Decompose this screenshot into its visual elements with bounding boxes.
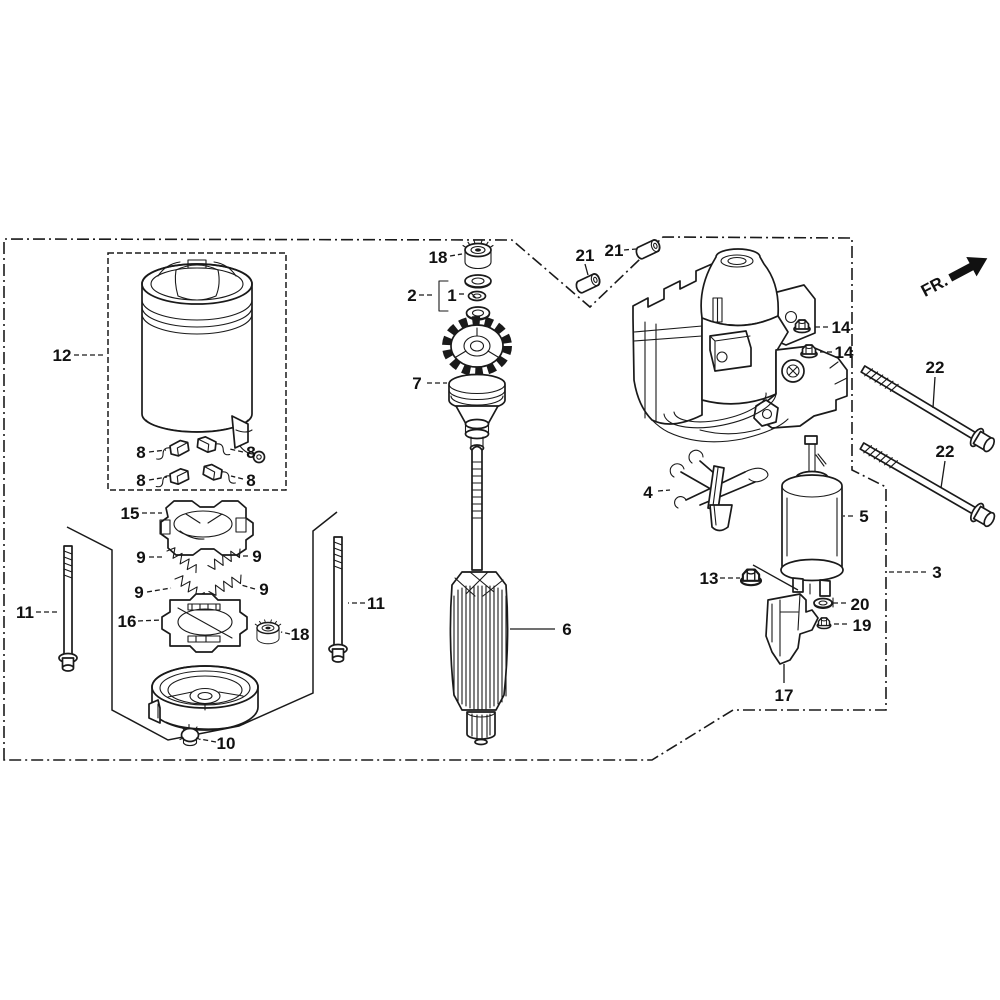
leader-lines [36,248,946,743]
dowel-pin-2-drawing [633,237,663,261]
callout-8-c: 8 [136,471,145,490]
callout-1: 1 [447,286,456,305]
callout-8-d: 8 [246,471,255,490]
motor-yoke-drawing [141,259,266,464]
callout-15: 15 [121,504,140,523]
callout-10: 10 [217,734,236,753]
dowel-pin-1-drawing [573,271,603,295]
nut-19-drawing [816,617,832,630]
callout-21-a: 21 [576,246,595,265]
armature-drawing [449,445,509,746]
shift-lever-drawing [669,449,769,532]
callout-9-a: 9 [136,548,145,567]
callout-22-b: 22 [936,442,955,461]
callout-19: 19 [853,616,872,635]
washer-set-drawing [464,274,492,321]
nut-13-fit-line [752,564,799,591]
callout-14-a: 14 [832,318,851,337]
callout-9-c: 9 [134,583,143,602]
callout-17: 17 [775,686,794,705]
callout-7: 7 [412,374,421,393]
callout-11-right: 11 [367,594,385,613]
bushing-lower-drawing [254,619,282,645]
through-bolt-right-drawing [328,536,348,663]
callout-21-b: 21 [605,241,624,260]
front-direction-marker: FR. [918,256,988,301]
callout-5: 5 [859,507,868,526]
callout-22-a: 22 [926,358,945,377]
bushing-upper-drawing [462,239,494,270]
solenoid-drawing [780,435,844,608]
nut-14a-drawing [793,319,811,334]
through-bolt-left-drawing [58,545,78,672]
callout-2: 2 [407,286,416,305]
brush-drawings [153,435,239,488]
callout-13: 13 [700,569,719,588]
callout-8-b: 8 [246,443,255,462]
callout-6: 6 [562,620,571,639]
brush-holder-drawing [159,500,254,556]
yoke-subassembly-box [107,252,287,491]
nut-13-drawing [739,568,763,587]
pinion-gear-drawing [442,316,512,452]
callout-3: 3 [932,563,941,582]
endcap-group-outline [66,511,338,741]
callout-18-top: 18 [429,248,448,267]
washer-20-drawing [813,597,833,610]
callout-9-b: 9 [252,547,261,566]
callout-12: 12 [53,346,72,365]
callout-18-bottom: 18 [291,625,310,644]
front-direction-arrow-icon [948,256,988,282]
nut-14b-drawing [800,344,818,359]
gear-case-housing-drawing [632,248,848,443]
terminal-plate-drawing [161,593,248,653]
callout-20: 20 [851,595,870,614]
callout-labels: 18 2 1 7 12 8 8 8 8 15 9 9 9 9 16 18 10 … [16,241,954,753]
bracket-17-drawing [765,593,819,665]
callout-14-b: 14 [835,343,854,362]
callout-9-d: 9 [259,580,268,599]
front-direction-label: FR. [918,271,951,301]
end-cap-drawing [148,665,259,731]
callout-16: 16 [118,612,137,631]
screw-10-drawing [179,723,201,747]
callout-4: 4 [643,483,653,502]
callout-8-a: 8 [136,443,145,462]
callout-11-left: 11 [16,603,34,622]
